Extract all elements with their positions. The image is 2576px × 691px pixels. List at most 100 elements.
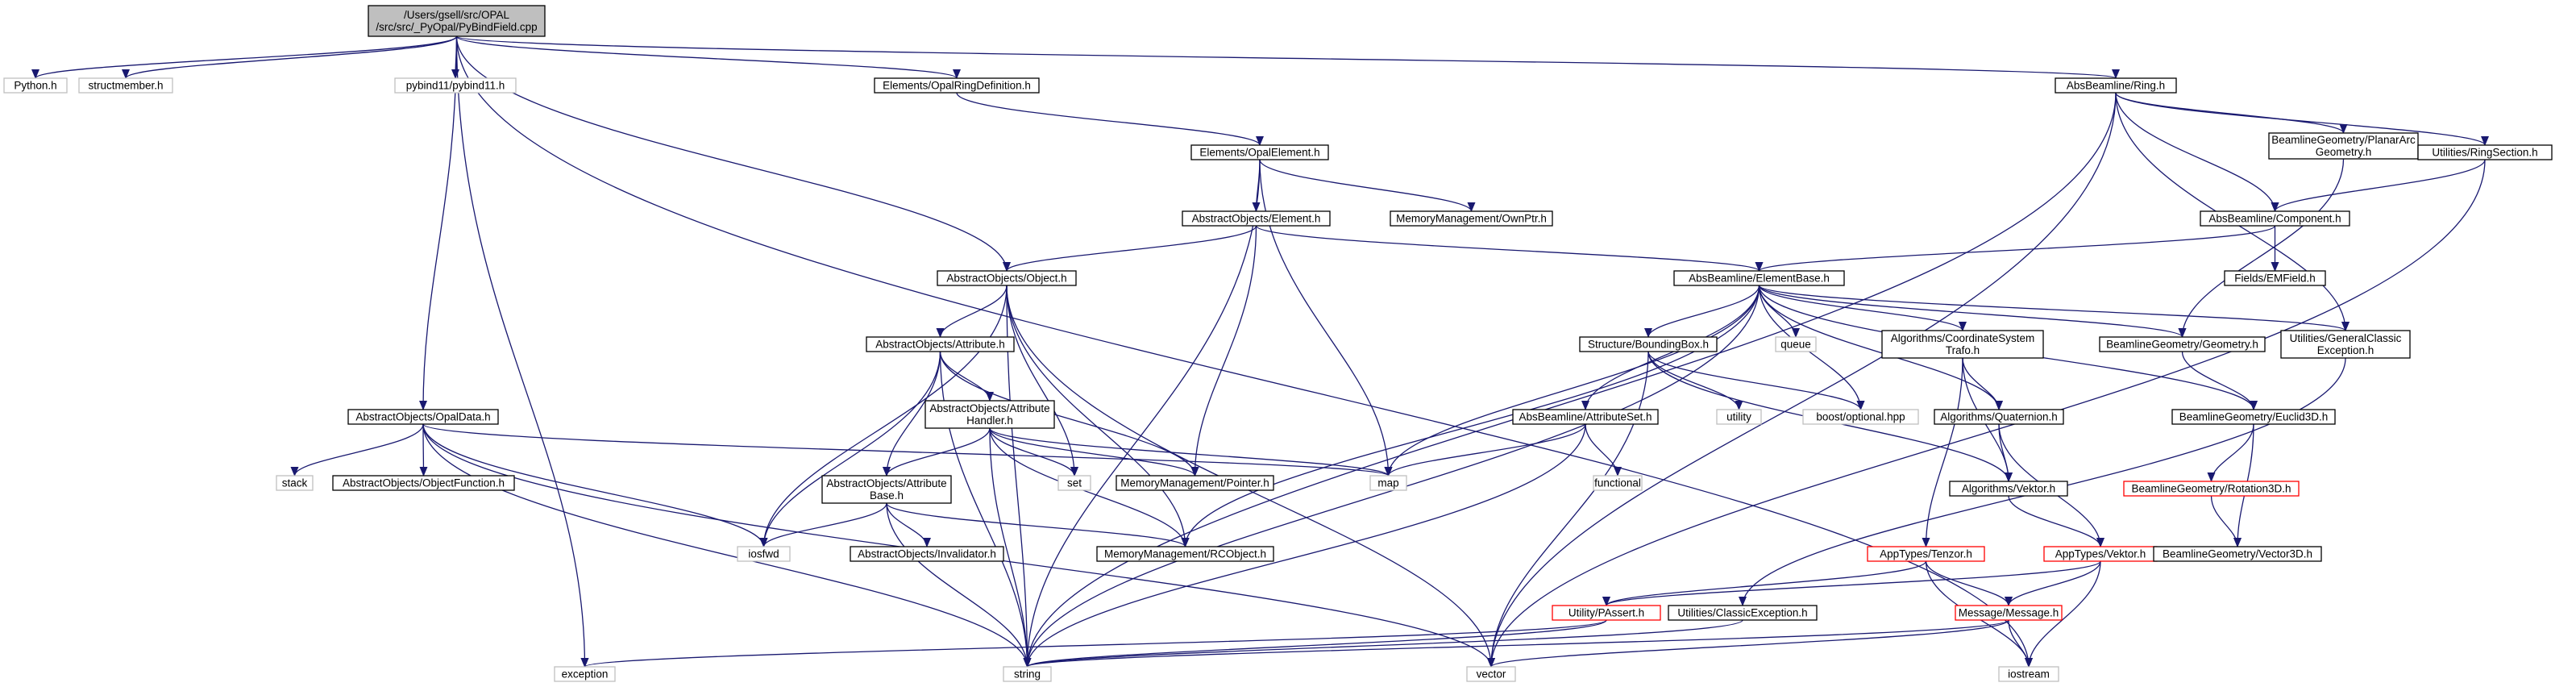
node-python-label-0: Python.h [14,80,56,92]
node-stack: stack [276,475,314,491]
edge-opaldata-to-string [422,423,1032,668]
node-euclid3d[interactable]: BeamlineGeometry/Euclid3D.h [2171,409,2336,425]
node-map: map [1369,475,1407,491]
edge-root-to-ring [455,35,2119,79]
node-attrhandler-box [924,400,1055,429]
node-elementbase-label-0: AbsBeamline/ElementBase.h [1689,273,1830,285]
node-set: set [1057,475,1091,491]
node-message[interactable]: Message/Message.h [1955,605,2063,621]
node-opaldata-label-0: AbstractObjects/OpalData.h [355,411,490,423]
node-objectfunction[interactable]: AbstractObjects/ObjectFunction.h [332,475,515,491]
node-boostoptional-box [1802,409,1919,425]
edge-attribute-to-attrhandler [939,351,994,402]
edge-apptvektor-to-passert [1602,560,2101,606]
edge-attrhandler-to-map [989,427,1393,477]
edge-opaldata-to-iosfwd [422,423,768,547]
node-ringsection[interactable]: Utilities/RingSection.h [2417,144,2553,160]
node-string-label-0: string [1014,668,1041,681]
node-vector-box [1466,666,1516,682]
node-invalidator[interactable]: AbstractObjects/Invalidator.h [850,546,1004,562]
node-object[interactable]: AbstractObjects/Object.h [937,270,1077,286]
edge-geometry-to-euclid3d [2181,351,2258,410]
node-quaternion-box [1934,409,2064,425]
node-functional: functional [1593,475,1643,491]
node-objectfunction-box [332,475,515,491]
node-functional-label-0: functional [1594,477,1641,489]
node-exception-label-0: exception [562,668,609,681]
edge-tenzor-to-message [1925,560,2013,606]
node-pointer-label-0: MemoryManagement/Pointer.h [1120,477,1269,489]
node-iosfwd-label-0: iosfwd [748,548,779,560]
node-component[interactable]: AbsBeamline/Component.h [2200,210,2350,227]
node-apptvektor[interactable]: AppTypes/Vektor.h [2043,546,2158,562]
node-vektor[interactable]: Algorithms/Vektor.h [1949,481,2068,497]
edge-root-to-iostream [455,35,2033,668]
node-geometry-label-0: BeamlineGeometry/Geometry.h [2106,339,2258,351]
node-rcobject[interactable]: MemoryManagement/RCObject.h [1096,546,1274,562]
node-opalringdef[interactable]: Elements/OpalRingDefinition.h [874,77,1040,94]
node-map-label-0: map [1377,477,1398,489]
node-opalelement[interactable]: Elements/OpalElement.h [1190,144,1329,160]
node-passert-box [1552,605,1661,621]
node-element[interactable]: AbstractObjects/Element.h [1182,210,1331,227]
node-utility-label-0: utility [1726,411,1751,423]
node-rotation3d[interactable]: BeamlineGeometry/Rotation3D.h [2123,481,2300,497]
node-ring[interactable]: AbsBeamline/Ring.h [2055,77,2177,94]
node-attribute[interactable]: AbstractObjects/Attribute.h [866,336,1015,352]
edge-attrbase-to-invalidator [886,502,931,547]
node-apptvektor-label-0: AppTypes/Vektor.h [2055,548,2146,560]
node-vector-label-0: vector [1477,668,1506,681]
edge-ring-to-string [1023,92,2117,668]
node-pybind11-label-0: pybind11/pybind11.h [406,80,505,92]
node-planararc-box [2268,132,2419,160]
node-opaldata[interactable]: AbstractObjects/OpalData.h [347,409,499,425]
edge-passert-to-exception [581,619,1607,668]
edge-opaldata-to-objectfunction [419,423,428,477]
edge-attrbase-to-string [886,502,1032,668]
edge-rotation3d-to-vector3d [2210,495,2242,547]
node-tenzor-box [1867,546,1985,562]
node-attribute-label-0: AbstractObjects/Attribute.h [875,339,1005,351]
edge-attribute-to-string [939,351,1032,668]
node-attributeset-box [1512,409,1659,425]
node-queue: queue [1775,336,1817,352]
node-opalringdef-label-0: Elements/OpalRingDefinition.h [883,80,1031,92]
node-vector3d-label-0: BeamlineGeometry/Vector3D.h [2163,548,2312,560]
node-euclid3d-box [2171,409,2336,425]
node-vector3d[interactable]: BeamlineGeometry/Vector3D.h [2153,546,2322,562]
node-passert[interactable]: Utility/PAssert.h [1552,605,1661,621]
node-tenzor[interactable]: AppTypes/Tenzor.h [1867,546,1985,562]
node-queue-box [1775,336,1817,352]
node-ownptr[interactable]: MemoryManagement/OwnPtr.h [1390,210,1553,227]
node-root[interactable]: /Users/gsell/src/OPAL/src/src/_PyOpal/Py… [368,5,546,37]
node-emfield-box [2224,270,2326,286]
edge-object-to-set [1006,285,1078,477]
node-emfield[interactable]: Fields/EMField.h [2224,270,2326,286]
edge-apptvektor-to-iostream [2025,560,2101,668]
node-vector: vector [1466,666,1516,682]
node-quaternion[interactable]: Algorithms/Quaternion.h [1934,409,2064,425]
edge-component-to-elementbase [1755,225,2276,272]
node-attributeset[interactable]: AbsBeamline/AttributeSet.h [1512,409,1659,425]
node-pointer[interactable]: MemoryManagement/Pointer.h [1116,475,1274,491]
node-ring-label-0: AbsBeamline/Ring.h [2067,80,2165,92]
node-classicexc[interactable]: Utilities/ClassicException.h [1668,605,1818,621]
node-functional-box [1593,475,1643,491]
edge-attrbase-to-rcobject [886,502,1190,547]
edge-message-to-vector [1487,619,2009,668]
node-root-box [368,5,546,37]
node-iostream-label-0: iostream [2008,668,2050,681]
node-elementbase[interactable]: AbsBeamline/ElementBase.h [1673,270,1845,286]
node-rotation3d-box [2123,481,2300,497]
edge-attributeset-to-functional [1585,423,1622,477]
node-boundingbox[interactable]: Structure/BoundingBox.h [1579,336,1718,352]
edge-opalelement-to-map [1259,159,1393,477]
node-geometry[interactable]: BeamlineGeometry/Geometry.h [2099,336,2266,352]
node-ringsection-box [2417,144,2553,160]
